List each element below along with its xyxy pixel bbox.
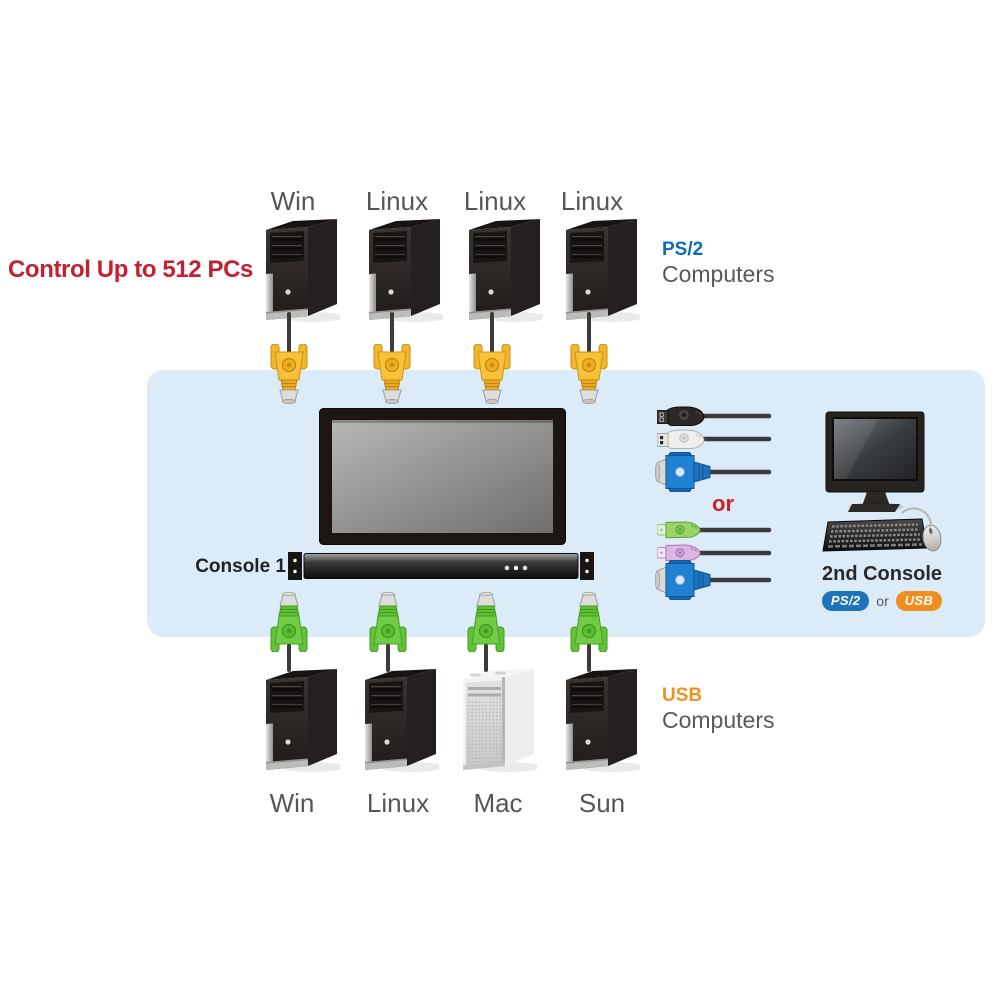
computer-tower-icon (469, 219, 543, 322)
computer-tower-icon (365, 669, 439, 772)
usb-type-label: USB (662, 685, 703, 706)
kvm-cable (287, 644, 291, 672)
vga-yellow-connector-icon (270, 344, 308, 405)
pc-label-bottom-2: Linux (366, 788, 430, 818)
kvm-switch-icon (288, 552, 594, 580)
pc-label-bottom-1: Win (269, 788, 315, 818)
ps2-type-label: PS/2 (662, 239, 704, 260)
pc-label-bottom-4: Sun (578, 788, 626, 818)
vga-yellow-connector-icon (570, 344, 608, 405)
second-console-icon (822, 411, 942, 552)
ps2-badge: PS/2 (821, 591, 870, 611)
computer-tower-icon (266, 219, 340, 322)
computer-tower-icon (266, 669, 340, 772)
mouse-icon (922, 524, 942, 552)
vga-blue-plug-icon (654, 560, 772, 600)
ps2-green-plug-icon (657, 521, 772, 539)
cable-or-label: or (712, 491, 734, 516)
vga-yellow-connector-icon (373, 344, 411, 405)
headline: Control Up to 512 PCs (8, 256, 253, 283)
second-console-label: 2nd Console (821, 563, 942, 585)
computers-label: Computers (662, 706, 775, 733)
pc-label-top-3: Linux (463, 186, 527, 216)
badge-or-label: or (876, 593, 889, 609)
vga-green-connector-icon (467, 591, 505, 652)
computer-tower-icon (369, 219, 443, 322)
vga-blue-plug-icon (654, 452, 772, 492)
computer-tower-icon (566, 669, 640, 772)
vga-yellow-connector-icon (473, 344, 511, 405)
top-category-label: PS/2 Computers (662, 239, 775, 287)
kvm-cable (587, 644, 591, 672)
kvm-cable (484, 644, 488, 672)
kvm-cable (490, 312, 494, 354)
pc-label-top-4: Linux (560, 186, 624, 216)
second-console-options: PS/2 or USB (812, 591, 952, 611)
usb-badge: USB (895, 591, 943, 611)
kvm-cable (287, 312, 291, 354)
pc-label-top-2: Linux (365, 186, 429, 216)
vga-green-connector-icon (270, 591, 308, 652)
console-label: Console 1 (195, 556, 286, 577)
console-monitor-icon (319, 408, 566, 545)
mac-tower-icon (463, 669, 537, 772)
computers-label: Computers (662, 260, 775, 287)
pc-label-bottom-3: Mac (473, 788, 523, 818)
kvm-cable (587, 312, 591, 354)
vga-green-connector-icon (369, 591, 407, 652)
kvm-cable (390, 312, 394, 354)
mouse-cable (901, 507, 933, 525)
usb-black-plug-icon (657, 406, 772, 426)
bottom-category-label: USB Computers (662, 685, 775, 733)
computer-tower-icon (566, 219, 640, 322)
vga-green-connector-icon (570, 591, 608, 652)
kvm-cable (386, 644, 390, 672)
ps2-purple-plug-icon (657, 544, 772, 562)
usb-white-plug-icon (657, 429, 772, 449)
pc-label-top-1: Win (270, 186, 316, 216)
